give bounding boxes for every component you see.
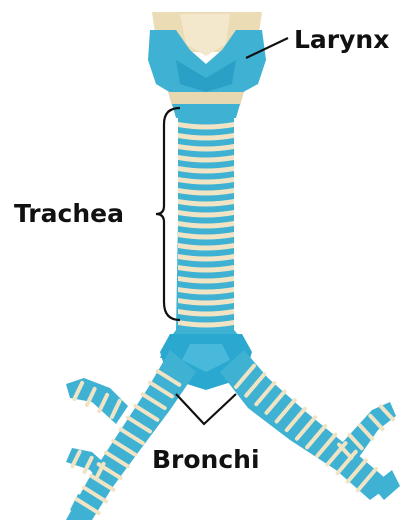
trachea-label: Trachea (14, 199, 124, 228)
larynx-label: Larynx (294, 25, 389, 54)
trachea-bracket (156, 108, 180, 320)
larynx-illustration (148, 12, 266, 118)
trachea-illustration (160, 110, 252, 390)
bronchi-label: Bronchi (152, 445, 260, 474)
bronchi-illustration (66, 350, 400, 520)
bronchi-pointer-lines (176, 394, 236, 424)
